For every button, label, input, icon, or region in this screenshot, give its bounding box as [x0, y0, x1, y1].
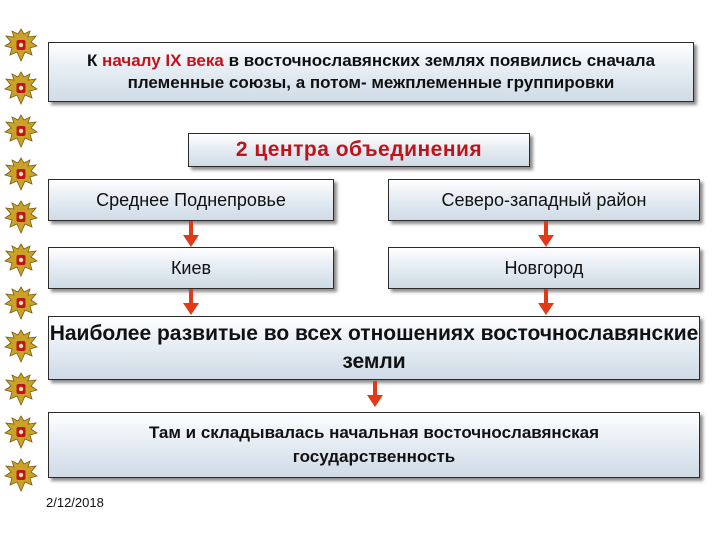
conclusion-text: Наиболее развитые во всех отношениях вос… — [49, 322, 699, 373]
double-headed-eagle-icon — [4, 243, 38, 277]
intro-text-start: К — [86, 51, 103, 70]
conclusion-box: Наиболее развитые во всех отношениях вос… — [48, 316, 700, 380]
left-city-label: Киев — [170, 257, 212, 278]
right-city-box: Новгород — [388, 247, 700, 289]
final-box: Там и складывалась начальная восточносла… — [48, 412, 700, 478]
double-headed-eagle-icon — [4, 286, 38, 320]
intro-text: К началу IX века в восточнославянских зе… — [59, 50, 683, 94]
down-arrow-icon — [367, 381, 383, 407]
right-region-box: Северо-западный район — [388, 179, 700, 221]
centers-box: 2 центра объединения — [188, 133, 530, 167]
down-arrow-icon — [183, 289, 199, 315]
left-region-box: Среднее Поднепровье — [48, 179, 334, 221]
intro-highlight: началу IX века — [102, 51, 224, 70]
down-arrow-icon — [538, 289, 554, 315]
slide-date: 2/12/2018 — [46, 495, 104, 510]
emblem-column — [0, 26, 44, 526]
down-arrow-icon — [538, 221, 554, 247]
double-headed-eagle-icon — [4, 200, 38, 234]
intro-text-rest: в восточнославянских землях появились сн… — [127, 51, 656, 92]
double-headed-eagle-icon — [4, 415, 38, 449]
left-region-label: Среднее Поднепровье — [96, 189, 286, 210]
right-region-label: Северо-западный район — [441, 189, 647, 210]
double-headed-eagle-icon — [4, 28, 38, 62]
intro-box: К началу IX века в восточнославянских зе… — [48, 42, 694, 102]
centers-title: 2 центра объединения — [235, 138, 483, 161]
double-headed-eagle-icon — [4, 329, 38, 363]
double-headed-eagle-icon — [4, 114, 38, 148]
final-text: Там и складывалась начальная восточносла… — [148, 423, 600, 466]
left-city-box: Киев — [48, 247, 334, 289]
right-city-label: Новгород — [504, 257, 584, 278]
double-headed-eagle-icon — [4, 71, 38, 105]
double-headed-eagle-icon — [4, 157, 38, 191]
double-headed-eagle-icon — [4, 458, 38, 492]
double-headed-eagle-icon — [4, 372, 38, 406]
down-arrow-icon — [183, 221, 199, 247]
